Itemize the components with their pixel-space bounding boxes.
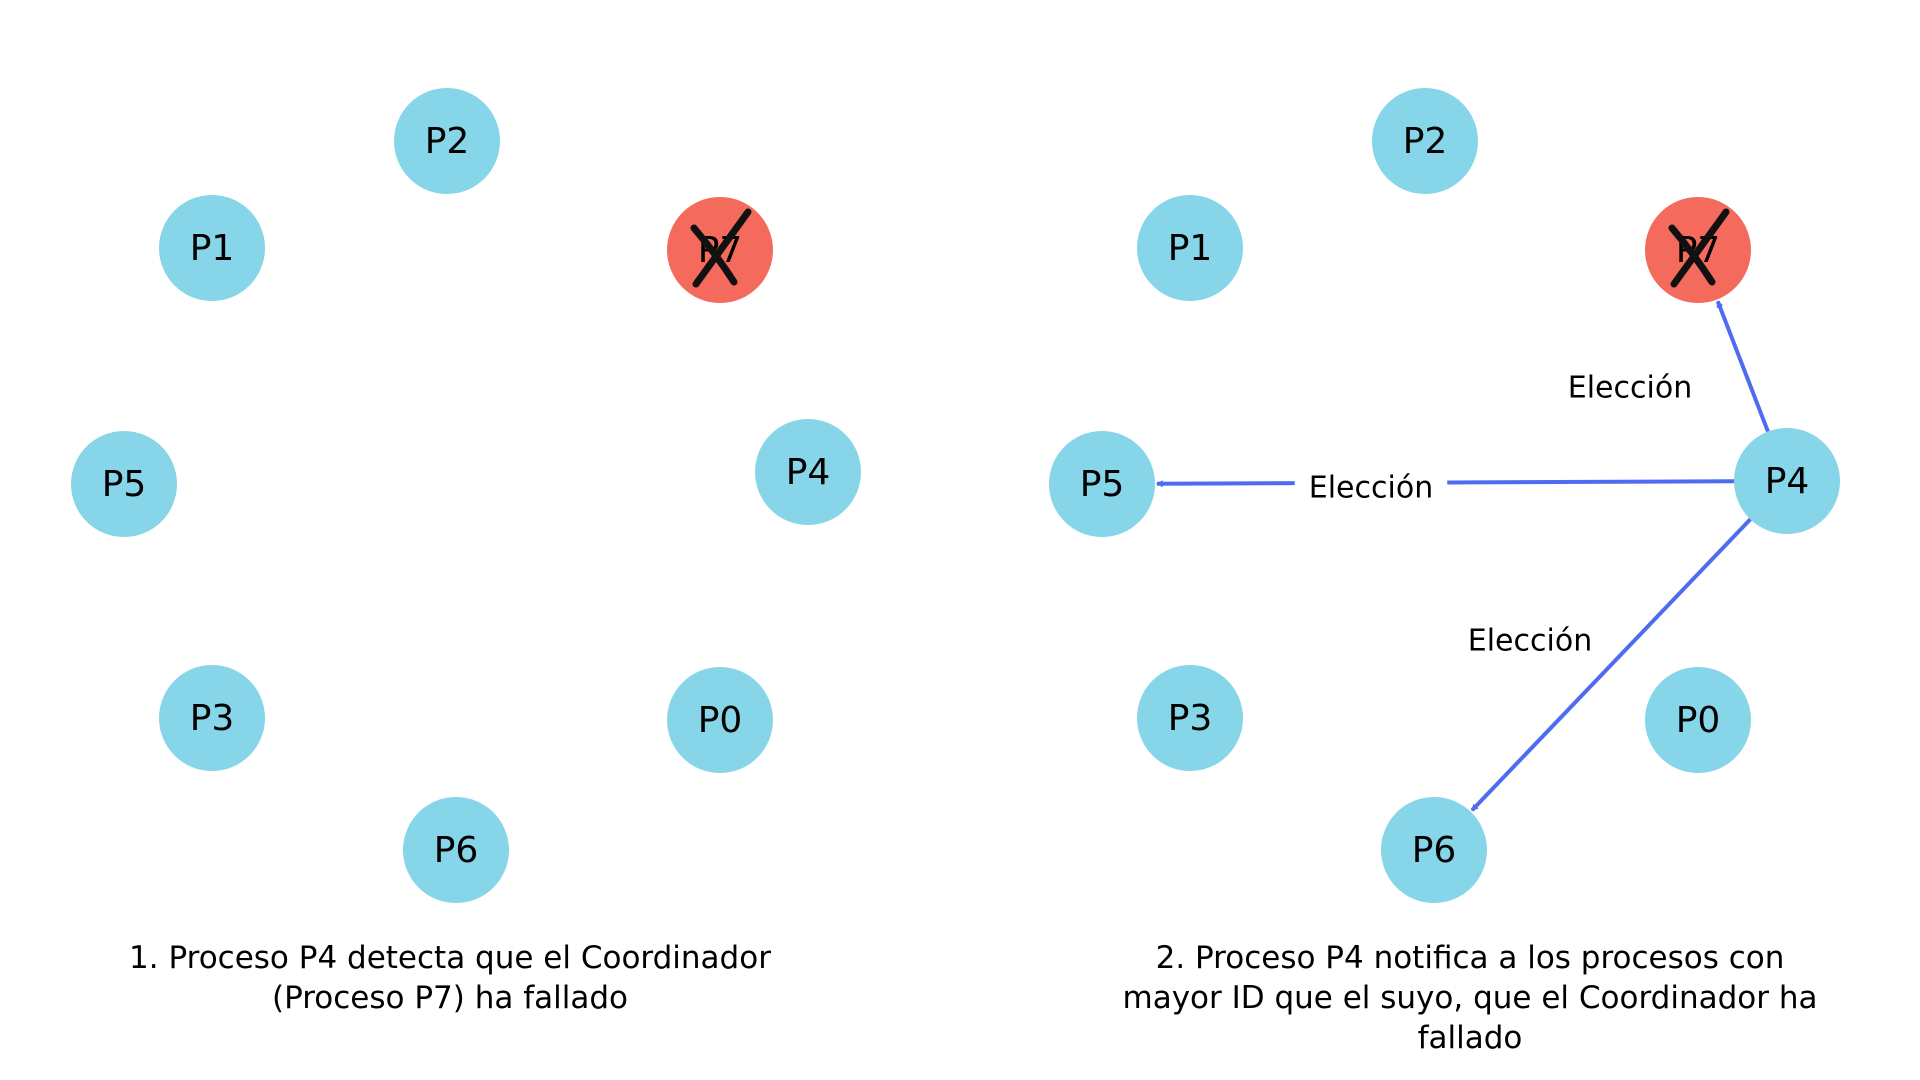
node-circle xyxy=(755,419,861,525)
node-p2: P2 xyxy=(1372,88,1478,194)
cross-mark-icon xyxy=(690,208,752,288)
node-p4: P4 xyxy=(755,419,861,525)
node-circle xyxy=(1137,195,1243,301)
edge-label-background xyxy=(1553,366,1707,410)
node-p3: P3 xyxy=(159,665,265,771)
node-circle xyxy=(667,667,773,773)
node-p6: P6 xyxy=(1381,797,1487,903)
edge-label-eleccion: Elección xyxy=(1309,471,1433,506)
edge-label-background xyxy=(1294,466,1448,510)
node-p1: P1 xyxy=(1137,195,1243,301)
node-circle xyxy=(403,797,509,903)
node-label: P3 xyxy=(190,698,235,739)
caption-step-2: 2. Proceso P4 notifica a los procesos co… xyxy=(1100,938,1840,1058)
node-label: P4 xyxy=(786,452,831,493)
node-circle xyxy=(1734,428,1840,534)
node-p4: P4 xyxy=(1734,428,1840,534)
node-label: P1 xyxy=(1168,228,1213,269)
node-circle xyxy=(394,88,500,194)
node-circle xyxy=(159,195,265,301)
node-p5: P5 xyxy=(1049,431,1155,537)
node-p3: P3 xyxy=(1137,665,1243,771)
node-p1: P1 xyxy=(159,195,265,301)
node-circle xyxy=(1645,667,1751,773)
node-circle xyxy=(1381,797,1487,903)
node-label: P0 xyxy=(1676,700,1721,741)
node-p7: P7 xyxy=(667,197,773,303)
node-p6: P6 xyxy=(403,797,509,903)
node-label: P0 xyxy=(698,700,743,741)
node-p0: P0 xyxy=(1645,667,1751,773)
node-circle xyxy=(1137,665,1243,771)
node-p2: P2 xyxy=(394,88,500,194)
node-p0: P0 xyxy=(667,667,773,773)
election-arrow-p4-to-p6 xyxy=(1470,517,1752,812)
node-p5: P5 xyxy=(71,431,177,537)
node-label: P3 xyxy=(1168,698,1213,739)
node-label: P2 xyxy=(1403,121,1448,162)
node-label: P6 xyxy=(434,830,479,871)
edge-label-eleccion: Elección xyxy=(1568,371,1692,406)
caption-line: (Proceso P7) ha fallado xyxy=(271,980,628,1016)
edge-label-background xyxy=(1453,619,1607,663)
caption-step-1: 1. Proceso P4 detecta que el Coordinador… xyxy=(90,938,810,1018)
node-label: P5 xyxy=(1080,464,1125,505)
node-circle xyxy=(1049,431,1155,537)
node-p7: P7 xyxy=(1645,197,1751,303)
election-arrow-p4-to-p7 xyxy=(1715,300,1770,433)
node-circle xyxy=(71,431,177,537)
caption-line: mayor ID que el suyo, que el Coordinador… xyxy=(1122,980,1818,1016)
node-label: P2 xyxy=(425,121,470,162)
node-circle xyxy=(159,665,265,771)
node-label: P1 xyxy=(190,228,235,269)
node-label: P4 xyxy=(1765,461,1810,502)
node-label: P6 xyxy=(1412,830,1457,871)
edge-label-eleccion: Elección xyxy=(1468,624,1592,659)
caption-line: 2. Proceso P4 notifica a los procesos co… xyxy=(1155,940,1785,976)
caption-line: 1. Proceso P4 detecta que el Coordinador xyxy=(129,940,771,976)
caption-line: fallado xyxy=(1417,1020,1523,1056)
node-label: P5 xyxy=(102,464,147,505)
cross-mark-icon xyxy=(1668,208,1730,288)
node-circle xyxy=(1372,88,1478,194)
